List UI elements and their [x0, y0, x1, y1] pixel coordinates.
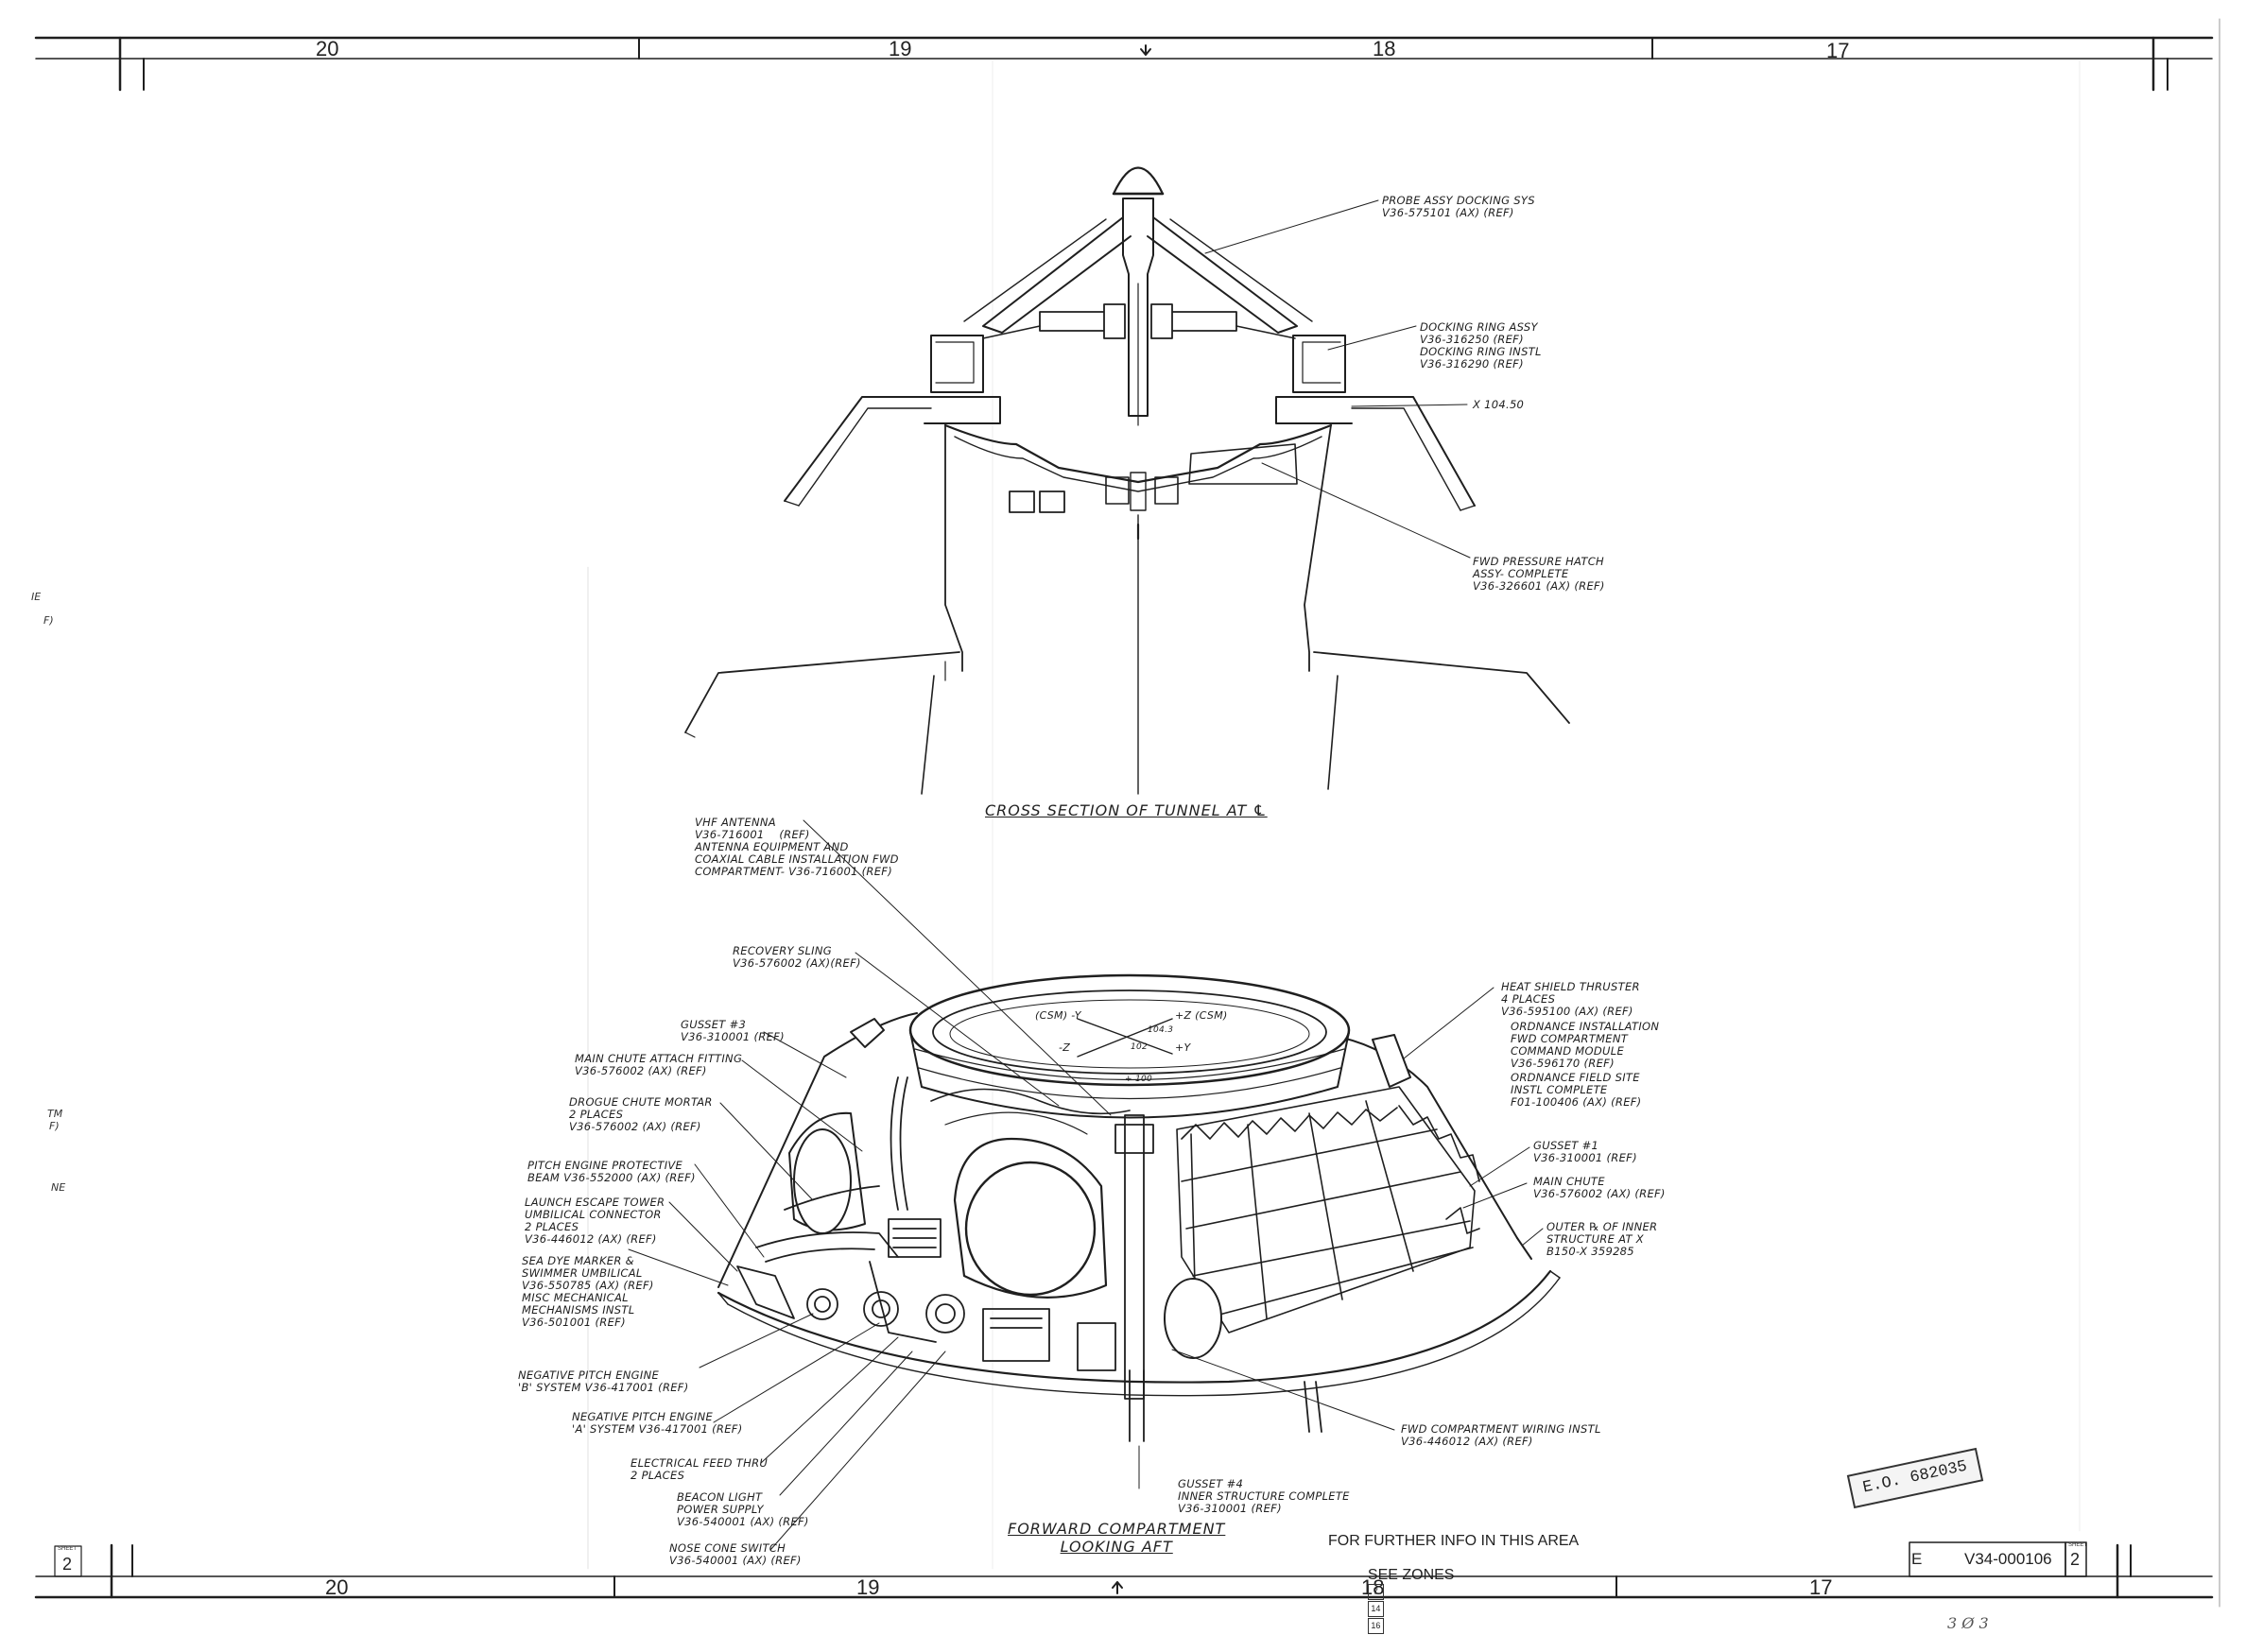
zone-ref-box: 7 — [1367, 1584, 1384, 1601]
axis-label-100: + 100 — [1125, 1075, 1153, 1084]
axis-label-104: 104.3 — [1148, 1025, 1174, 1035]
zone-label-bottom-17: 17 — [1809, 1575, 1833, 1599]
label-heat-shield-thruster: HEAT SHIELD THRUSTER 4 PLACES V36-595100… — [1501, 980, 1640, 1018]
border-frame — [34, 18, 2220, 1608]
label-probe-assy: PROBE ASSY DOCKING SYS V36-575101 (AX) (… — [1382, 194, 1535, 219]
label-gusset-4: GUSSET #4 INNER STRUCTURE COMPLETE V36-3… — [1178, 1477, 1350, 1515]
margin-fragment: IE — [31, 591, 42, 603]
label-les-umbilical: LAUNCH ESCAPE TOWER UMBILICAL CONNECTOR … — [525, 1196, 665, 1246]
axis-label-pos-y: +Y — [1175, 1041, 1191, 1054]
axis-label-102: 102 — [1131, 1042, 1149, 1052]
axis-label-neg-y: (CSM) -Y — [1035, 1009, 1081, 1022]
label-neg-pitch-a: NEGATIVE PITCH ENGINE 'A' SYSTEM V36-417… — [572, 1410, 743, 1436]
margin-fragment: F) — [43, 614, 54, 627]
label-wiring-instl: FWD COMPARTMENT WIRING INSTL V36-446012 … — [1401, 1422, 1601, 1448]
label-recovery-sling: RECOVERY SLING V36-576002 (AX)(REF) — [733, 944, 861, 970]
label-main-chute-fitting: MAIN CHUTE ATTACH FITTING V36-576002 (AX… — [575, 1052, 743, 1077]
margin-fragment: TM — [47, 1108, 63, 1120]
label-vhf-antenna: VHF ANTENNA V36-716001 (REF) ANTENNA EQU… — [695, 816, 899, 878]
zone-label-bottom-18: 18 — [1361, 1575, 1385, 1599]
label-nose-cone-switch: NOSE CONE SWITCH V36-540001 (AX) (REF) — [669, 1541, 802, 1567]
label-ordnance-installation: ORDNANCE INSTALLATION FWD COMPARTMENT CO… — [1511, 1020, 1660, 1070]
zone-label-top-17: 17 — [1826, 39, 1850, 62]
further-info-line1: FOR FURTHER INFO IN THIS AREA — [1328, 1533, 1580, 1549]
tunnel-cross-section — [684, 166, 1570, 795]
margin-fragment: NE — [51, 1181, 66, 1194]
label-main-chute: MAIN CHUTE V36-576002 (AX) (REF) — [1533, 1175, 1666, 1200]
label-neg-pitch-b: NEGATIVE PITCH ENGINE 'B' SYSTEM V36-417… — [518, 1368, 689, 1394]
zone-ref-box: 16 — [1367, 1618, 1384, 1635]
label-drogue-mortar: DROGUE CHUTE MORTAR 2 PLACES V36-576002 … — [569, 1095, 713, 1133]
label-gusset-3: GUSSET #3 V36-310001 (REF) — [681, 1018, 785, 1043]
sheet-number-left: 2 — [62, 1555, 73, 1574]
sheet-caption-right: SHEET — [2068, 1542, 2088, 1548]
label-station-104: X 104.50 — [1473, 398, 1525, 411]
further-info-line2: SEE ZONES 7 14 16 — [1359, 1550, 1454, 1635]
label-sea-dye-marker: SEA DYE MARKER & SWIMMER UMBILICAL V36-5… — [522, 1254, 654, 1329]
drawing-number: V34-000106 — [1964, 1550, 2052, 1568]
axis-label-pos-z: +Z (CSM) — [1175, 1009, 1228, 1022]
further-info-see-zones: SEE ZONES — [1367, 1567, 1455, 1583]
zone-label-bottom-19: 19 — [856, 1575, 880, 1599]
zone-label-bottom-20: 20 — [325, 1575, 349, 1599]
label-gusset-1: GUSSET #1 V36-310001 (REF) — [1533, 1139, 1637, 1164]
sheet-number-right: 2 — [2070, 1550, 2081, 1569]
zone-label-top-18: 18 — [1373, 37, 1396, 60]
zone-ref-box: 14 — [1367, 1601, 1384, 1618]
label-docking-ring: DOCKING RING ASSY V36-316250 (REF) DOCKI… — [1420, 320, 1542, 370]
label-pitch-protective-beam: PITCH ENGINE PROTECTIVE BEAM V36-552000 … — [527, 1159, 696, 1184]
label-electrical-feed-thru: ELECTRICAL FEED THRU 2 PLACES — [631, 1456, 769, 1482]
label-beacon-light: BEACON LIGHT POWER SUPPLY V36-540001 (AX… — [677, 1490, 809, 1528]
title-tunnel-cross-section: CROSS SECTION OF TUNNEL AT ℄ — [985, 801, 1268, 819]
label-pressure-hatch: FWD PRESSURE HATCH ASSY- COMPLETE V36-32… — [1473, 555, 1605, 593]
title-block-letter: E — [1911, 1550, 1923, 1568]
label-outer-ring: OUTER ℞ OF INNER STRUCTURE AT X B150-X 3… — [1546, 1220, 1658, 1258]
title-forward-compartment: FORWARD COMPARTMENT LOOKING AFT — [1008, 1520, 1226, 1556]
margin-fragment: F) — [49, 1120, 60, 1132]
sheet-caption-left: SHEET — [58, 1546, 78, 1552]
handwritten-note: 3 Ø 3 — [1947, 1614, 1989, 1632]
zone-label-top-19: 19 — [889, 37, 912, 60]
forward-compartment-view — [628, 819, 1561, 1551]
axis-label-neg-z: -Z — [1059, 1041, 1071, 1054]
zone-label-top-20: 20 — [316, 37, 339, 60]
label-ordnance-field-site: ORDNANCE FIELD SITE INSTL COMPLETE F01-1… — [1511, 1071, 1642, 1109]
